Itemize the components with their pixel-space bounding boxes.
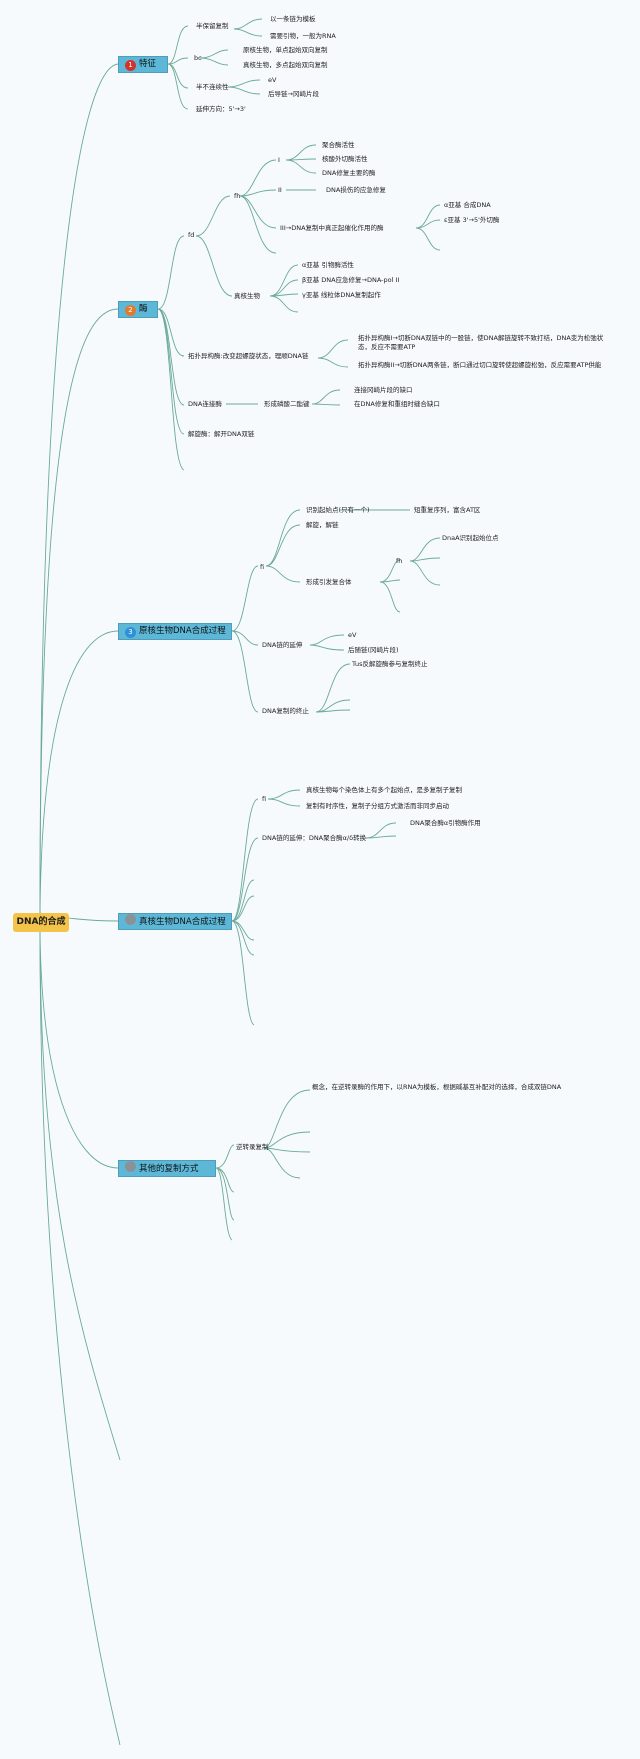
branch-label: 真核生物DNA合成过程 bbox=[139, 917, 226, 927]
node-topo-ii[interactable]: 拓扑异构酶II→切断DNA两条链，断口通过切口旋转使超螺旋松弛，反应需要ATP供… bbox=[358, 361, 602, 369]
node-primosome[interactable]: 形成引发复合体 bbox=[306, 578, 352, 586]
branch-label: 特征 bbox=[139, 59, 157, 69]
node-fd[interactable]: fd bbox=[188, 231, 195, 239]
circle-icon bbox=[125, 1161, 136, 1172]
node-fh-prok[interactable]: fh bbox=[396, 557, 403, 565]
branch-label: 其他的复制方式 bbox=[139, 1164, 199, 1174]
node-phosphodiester[interactable]: 形成磷酸二酯键 bbox=[264, 400, 310, 408]
number-1-icon: 1 bbox=[125, 60, 136, 71]
node-prok-ev[interactable]: eV bbox=[348, 631, 357, 639]
node-alpha-subunit[interactable]: α亚基 合成DNA bbox=[444, 201, 491, 209]
node-topo-i[interactable]: 拓扑异构酶I→切断DNA双链中的一股链，使DNA解链旋转不致打结，DNA变为松弛… bbox=[358, 334, 604, 351]
node-emergency-repair[interactable]: DNA损伤的应急修复 bbox=[326, 186, 386, 194]
node-template[interactable]: 以一条链为模板 bbox=[270, 15, 316, 23]
node-okazaki-gap[interactable]: 连接冈崎片段的缺口 bbox=[354, 386, 413, 394]
node-termination[interactable]: DNA复制的终止 bbox=[262, 707, 309, 715]
node-polymerase-activity[interactable]: 聚合酶活性 bbox=[322, 141, 355, 149]
branch-eukaryote-process[interactable]: 真核生物DNA合成过程 bbox=[118, 913, 232, 930]
branch-label: 酶 bbox=[139, 304, 148, 314]
node-repair-enzyme[interactable]: DNA修复主要的酶 bbox=[322, 169, 376, 177]
node-topoisomerase[interactable]: 拓扑异构酶:改变超螺旋状态，理顺DNA链 bbox=[188, 352, 309, 360]
root-node[interactable]: DNA的合成 bbox=[13, 913, 69, 932]
node-lagging-strand[interactable]: 后导链→冈崎片段 bbox=[268, 90, 319, 98]
node-prok-bidirectional[interactable]: 原核生物，单点起始双向复制 bbox=[243, 46, 328, 54]
number-2-icon: 2 bbox=[125, 305, 136, 316]
node-euk-initiation[interactable]: fi bbox=[262, 795, 267, 803]
node-okazaki[interactable]: 后随链(冈崎片段) bbox=[348, 646, 399, 654]
node-timing[interactable]: 复制有时序性，复制子分组方式激活而非同步启动 bbox=[306, 802, 449, 810]
node-prok-elongation[interactable]: DNA链的延伸 bbox=[262, 641, 303, 649]
node-pol-iii[interactable]: III→DNA复制中真正起催化作用的酶 bbox=[280, 224, 384, 232]
node-primer[interactable]: 需要引物，一般为RNA bbox=[270, 32, 336, 40]
node-tus[interactable]: Tus反解旋酶参与复制终止 bbox=[352, 660, 428, 668]
node-ev[interactable]: eV bbox=[268, 76, 277, 84]
node-semi-conservative[interactable]: 半保留复制 bbox=[196, 22, 229, 30]
node-helicase[interactable]: 解旋酶：解开DNA双链 bbox=[188, 430, 255, 438]
branch-label: 原核生物DNA合成过程 bbox=[139, 626, 226, 636]
node-euk-elongation[interactable]: DNA链的延伸：DNA聚合酶α/δ转换 bbox=[262, 834, 367, 842]
node-euk-beta[interactable]: β亚基 DNA应急修复→DNA-pol II bbox=[302, 276, 400, 284]
node-semi-discontinuous[interactable]: 半不连续性 bbox=[196, 83, 229, 91]
node-pol-i[interactable]: I bbox=[278, 156, 280, 164]
branch-other-replication[interactable]: 其他的复制方式 bbox=[118, 1160, 216, 1177]
node-euk-alpha[interactable]: α亚基 引物酶活性 bbox=[302, 261, 354, 269]
node-eukaryote-pols[interactable]: 真核生物 bbox=[234, 292, 260, 300]
node-reverse-transcription[interactable]: 逆转录复制 bbox=[236, 1143, 269, 1151]
node-euk-gamma[interactable]: γ亚基 线粒体DNA复制起作 bbox=[302, 291, 381, 299]
node-euk-bidirectional[interactable]: 真核生物，多点起始双向复制 bbox=[243, 61, 328, 69]
node-epsilon-subunit[interactable]: ε亚基 3'→5'外切酶 bbox=[444, 216, 500, 224]
node-pol-ii[interactable]: II bbox=[278, 186, 282, 194]
node-dnaa[interactable]: DnaA识别起始位点 bbox=[442, 534, 499, 542]
node-exonuclease-activity[interactable]: 核酸外切酶活性 bbox=[322, 155, 368, 163]
node-bc[interactable]: bc bbox=[194, 54, 202, 62]
node-origin[interactable]: 识别起始点(只有一个) bbox=[306, 506, 370, 514]
node-fh[interactable]: fh bbox=[234, 192, 241, 200]
node-unwinding[interactable]: 解旋，解链 bbox=[306, 521, 339, 529]
number-3-icon: 3 bbox=[125, 627, 136, 638]
node-direction[interactable]: 延伸方向：5'→3' bbox=[196, 105, 246, 113]
node-initiation[interactable]: fi bbox=[260, 563, 265, 571]
node-ligase[interactable]: DNA连接酶 bbox=[188, 400, 222, 408]
node-at-rich[interactable]: 短重复序列，富含AT区 bbox=[414, 506, 481, 514]
node-rt-concept[interactable]: 概念，在逆转录酶的作用下，以RNA为模板，根据碱基互补配对的选择，合成双链DNA bbox=[312, 1083, 562, 1091]
node-repair-gap[interactable]: 在DNA修复和重组时缝合缺口 bbox=[354, 400, 440, 408]
circle-icon bbox=[125, 914, 136, 925]
node-pol-alpha-primase[interactable]: DNA聚合酶α引物酶作用 bbox=[410, 819, 481, 827]
node-multi-origin[interactable]: 真核生物每个染色体上有多个起始点，是多复制子复制 bbox=[306, 786, 462, 794]
